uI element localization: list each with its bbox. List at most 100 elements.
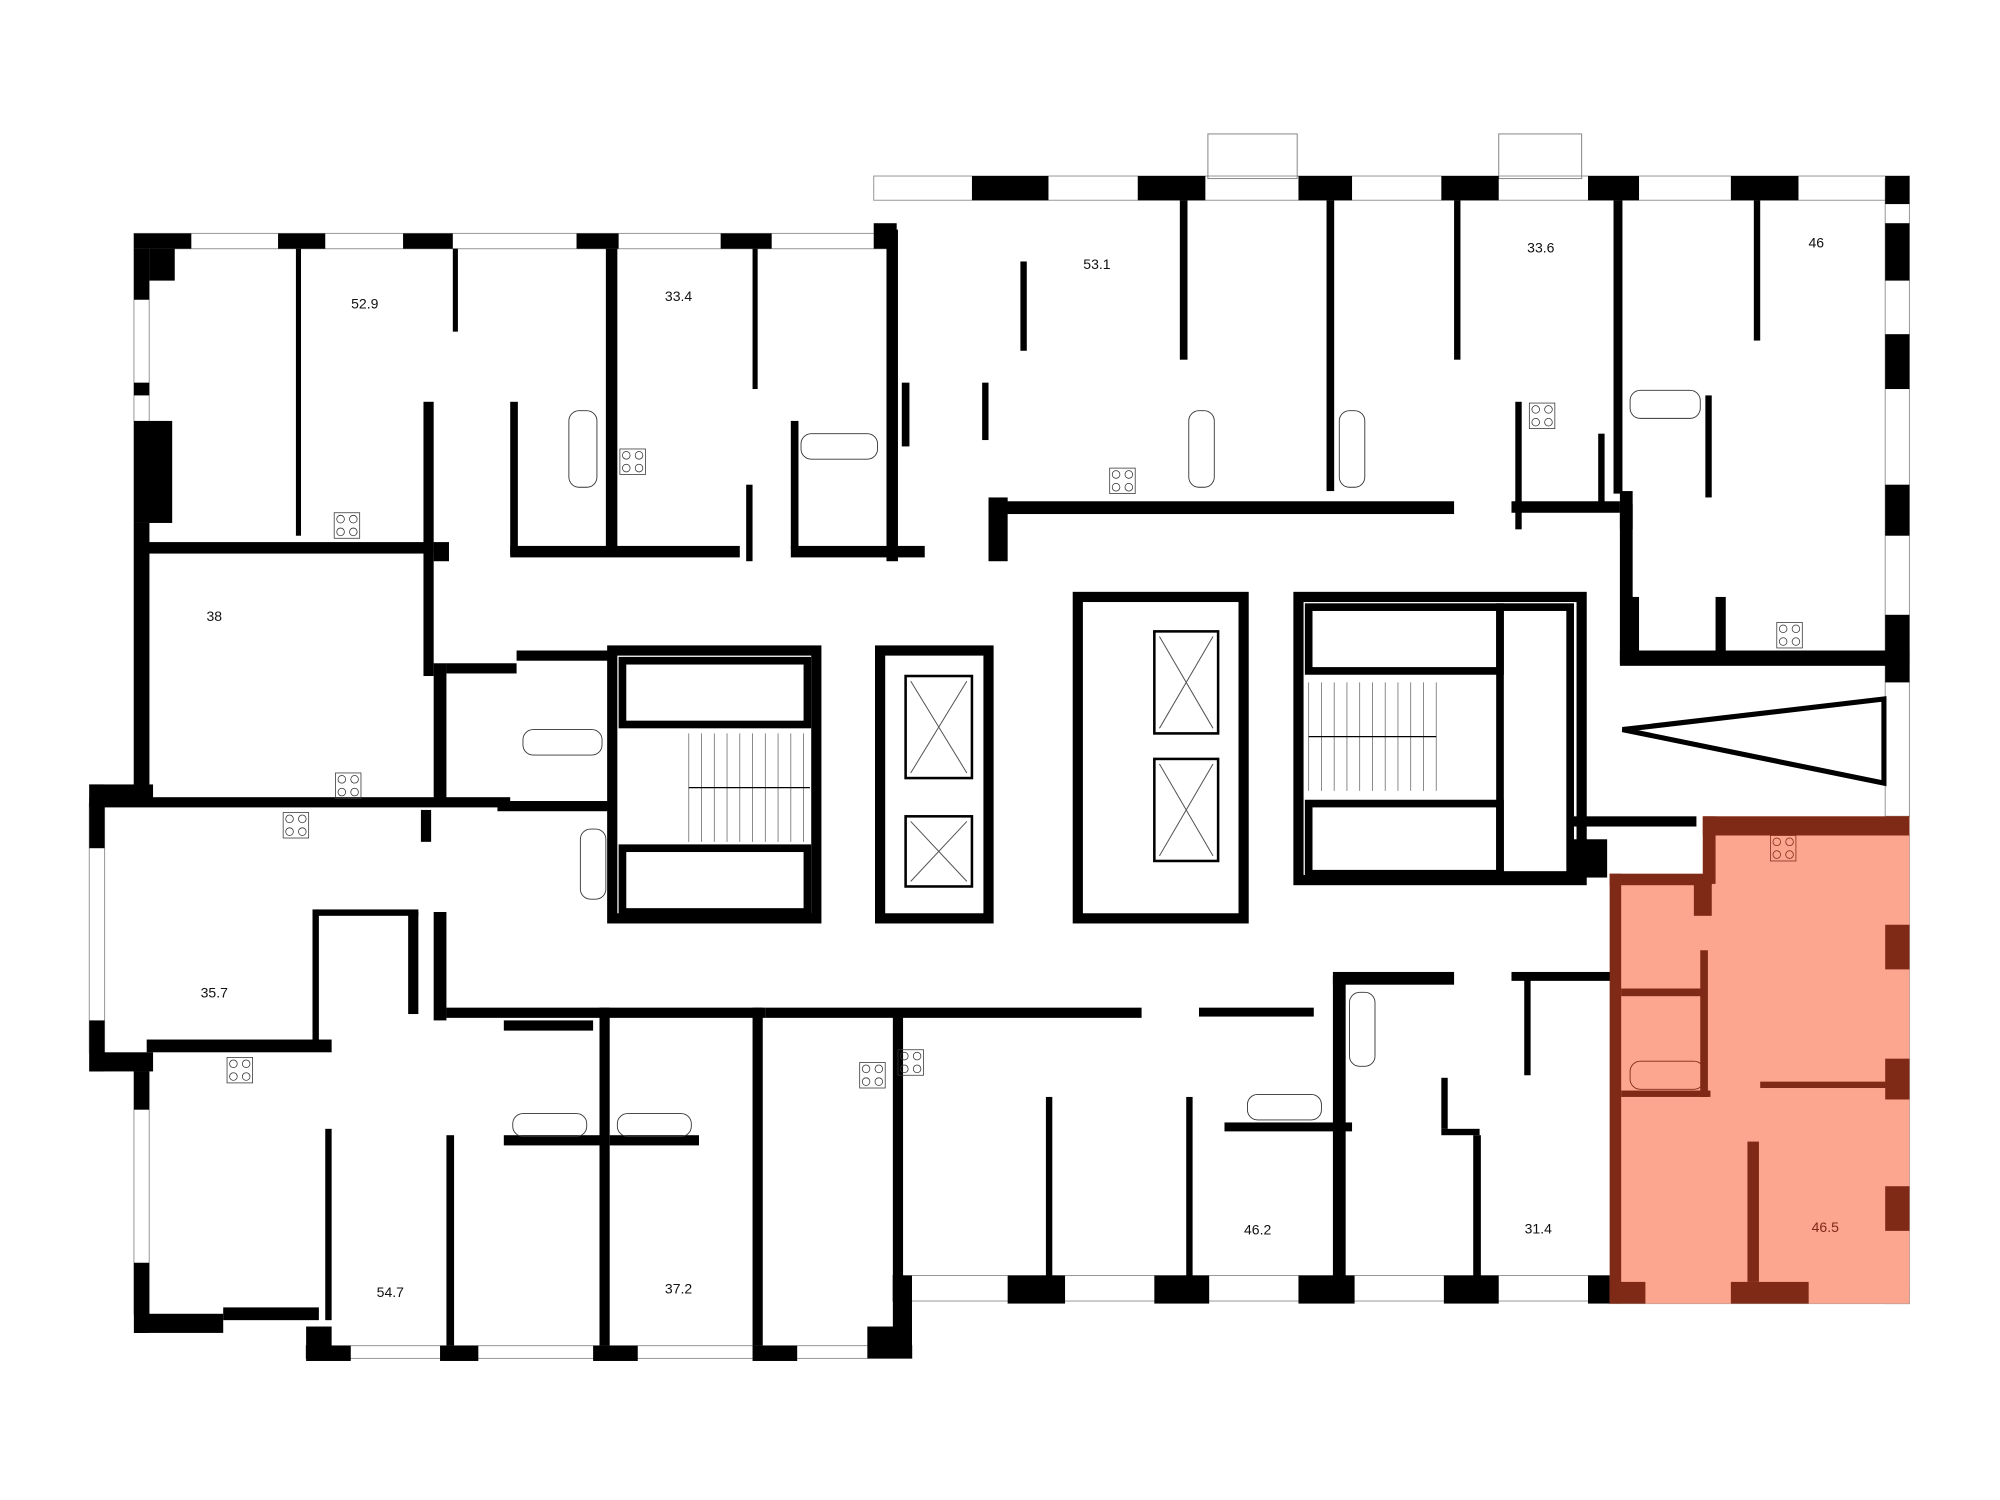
wall [510, 545, 740, 558]
wall [605, 248, 618, 555]
apartment-area-label[interactable]: 53.1 [1083, 256, 1110, 272]
wall [1298, 176, 1353, 201]
wall [886, 229, 898, 562]
apartment-area-label[interactable]: 37.2 [665, 1280, 692, 1296]
apartment-area-label[interactable]: 35.7 [201, 984, 228, 1000]
wall [892, 1275, 912, 1353]
burner-icon [1531, 417, 1540, 427]
wall [752, 248, 758, 390]
burner-icon [229, 1059, 238, 1068]
wall [149, 248, 175, 281]
burner-icon [241, 1072, 251, 1081]
selected-apartment-wall [1885, 1186, 1910, 1231]
apartment-area-label[interactable]: 38 [206, 608, 222, 624]
wall [1473, 1135, 1481, 1276]
balcony [1207, 133, 1298, 180]
wall [765, 1007, 1142, 1018]
stove-icon [859, 1062, 886, 1089]
wall [133, 522, 150, 804]
wall [89, 797, 511, 808]
burner-icon [861, 1077, 871, 1086]
stove-icon [897, 1049, 924, 1076]
wall [408, 911, 419, 1015]
wall [433, 542, 449, 562]
wall [1568, 816, 1697, 827]
wall [325, 1128, 332, 1321]
burner-icon [241, 1059, 251, 1068]
wall [593, 1345, 638, 1361]
burner-icon [349, 514, 358, 524]
burner-icon [1772, 837, 1781, 847]
wall [1443, 1275, 1499, 1304]
burner-icon [912, 1051, 922, 1061]
fixtures [226, 389, 1803, 1137]
apartment-area-label[interactable]: 46 [1809, 234, 1825, 250]
selected-apartment-wall [1621, 988, 1705, 997]
wall [988, 501, 1455, 515]
burner-icon [900, 1051, 909, 1061]
wall [433, 911, 447, 1021]
apartment-area-label[interactable]: 46.2 [1244, 1222, 1271, 1238]
core-wall [875, 645, 994, 924]
apartment-area-label[interactable]: 33.6 [1527, 240, 1554, 256]
bathtub-icon [512, 1113, 588, 1137]
apartment-area-label[interactable]: 31.4 [1525, 1220, 1552, 1236]
window [892, 1275, 1611, 1302]
wall [1224, 1122, 1353, 1132]
wall [752, 1345, 798, 1361]
wall [133, 248, 150, 300]
apartment-area-label[interactable]: 33.4 [665, 288, 692, 304]
wall [1515, 401, 1522, 530]
wall [1154, 1275, 1210, 1304]
burner-icon [1544, 417, 1553, 427]
wall [433, 663, 447, 804]
wall [1626, 596, 1640, 661]
bathtub-icon [1188, 410, 1215, 488]
wall [497, 801, 613, 812]
bathtub-icon [579, 828, 607, 900]
stove-icon [1528, 402, 1556, 429]
stair-elevator-cores [607, 591, 1587, 924]
wall [510, 401, 518, 555]
wall [1715, 596, 1726, 661]
burner-icon [350, 775, 359, 784]
selected-apartment-area-label[interactable]: 46.5 [1812, 1219, 1839, 1235]
apartment-area-label[interactable]: 54.7 [377, 1284, 404, 1300]
wall [901, 382, 910, 447]
burner-icon [1124, 470, 1134, 479]
bathtub-icon [1247, 1093, 1322, 1121]
burner-icon [285, 827, 294, 836]
wall [89, 1052, 154, 1072]
selected-apartment-wall [1621, 1090, 1711, 1097]
bathtub-icon [1629, 1060, 1705, 1090]
selected-apartment-wall [1747, 1141, 1759, 1282]
selected-apartment-wall [1885, 1058, 1910, 1100]
burner-icon [1544, 405, 1553, 414]
wall [89, 784, 105, 849]
wall [1179, 200, 1188, 360]
wall [1885, 223, 1910, 281]
selected-apartment-wall [1609, 873, 1712, 886]
selected-apartment-area[interactable] [1609, 816, 1910, 1304]
wall [420, 809, 432, 842]
burner-icon [622, 451, 631, 460]
bathtub-icon [616, 1113, 692, 1137]
wall [403, 233, 453, 249]
wall [1885, 614, 1910, 683]
wall [1441, 1128, 1480, 1136]
burner-icon [349, 527, 358, 537]
bathtub-icon [568, 410, 598, 488]
burner-icon [285, 814, 294, 824]
wall [1568, 839, 1608, 878]
wall [452, 248, 458, 332]
bathtub-icon [1349, 991, 1376, 1067]
stove-icon [335, 772, 362, 799]
wall [1020, 261, 1027, 351]
apartment-area-label[interactable]: 52.9 [351, 296, 378, 312]
bathtub-icon [522, 729, 603, 756]
bathtub-icon [800, 433, 878, 460]
wall [1885, 484, 1910, 536]
selected-apartment-walls [1609, 816, 1910, 1304]
burner-icon [874, 1064, 884, 1074]
